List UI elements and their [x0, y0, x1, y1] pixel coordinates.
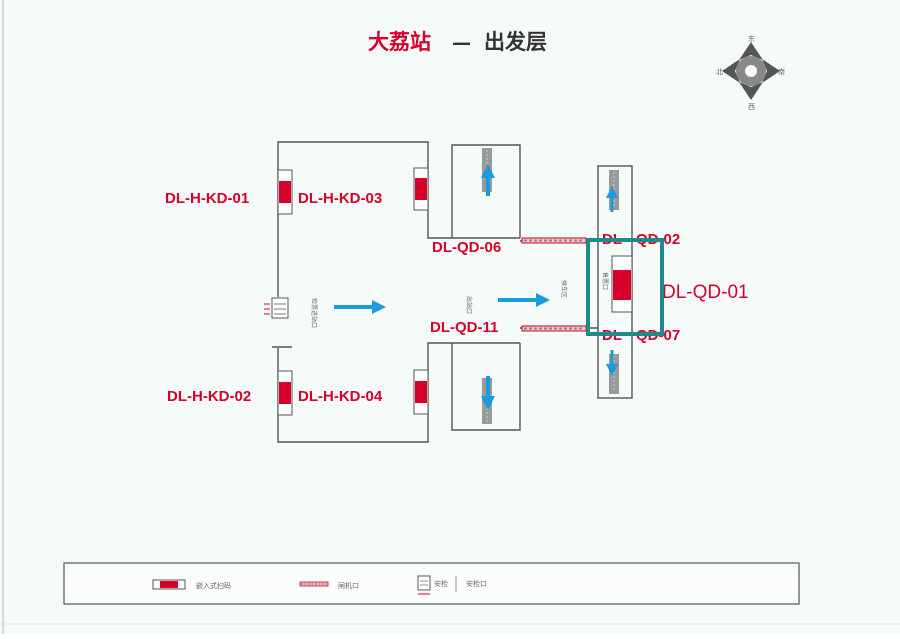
- scanner-hkd01: [277, 169, 293, 215]
- label-dl-h-kd-01: DL-H-KD-01: [165, 190, 249, 207]
- label-dl-h-kd-03: DL-H-KD-03: [298, 190, 382, 207]
- title-dash: —: [452, 32, 471, 54]
- kiosk-vertical-text: 售票口: [601, 272, 609, 290]
- scanner-devices: [277, 167, 633, 416]
- label-dl-h-kd-02: DL-H-KD-02: [167, 388, 251, 405]
- legend-item-2: 闸机口: [338, 581, 359, 590]
- scanner-hkd03: [413, 167, 429, 211]
- legend-frame: [63, 562, 800, 605]
- legend-item-1: 嵌入式扫码: [196, 581, 231, 590]
- scanner-hkd02: [277, 370, 293, 416]
- legend-scanner-icon: [152, 579, 186, 590]
- title-floor: 出发层: [484, 30, 547, 54]
- scanner-qd01: [611, 255, 633, 313]
- arrow-up-icon: [606, 186, 618, 212]
- flow-arrows: [334, 164, 618, 410]
- page-title: 大荔站 — 出发层: [368, 30, 547, 54]
- highlight-box-qd-01: [586, 238, 664, 336]
- label-dl-h-kd-04: DL-H-KD-04: [298, 388, 383, 405]
- arrow-right-icon: [498, 293, 550, 307]
- compass-north: 北: [716, 68, 723, 76]
- gate-lines: [521, 237, 587, 332]
- title-station: 大荔站: [368, 30, 431, 54]
- entry-vertical-text: 检票进站口: [310, 298, 318, 328]
- wall-lower-corridor: [451, 343, 521, 431]
- security-check-icon: [264, 297, 289, 319]
- scanner-hkd04: [413, 369, 429, 415]
- legend-security-icon: [417, 575, 431, 595]
- label-dl-qd-01: DL-QD-01: [662, 282, 749, 303]
- label-dl-qd-11: DL-QD-11: [430, 319, 498, 336]
- arrow-down-icon: [481, 376, 495, 410]
- label-dl-qd-06: DL-QD-06: [432, 239, 501, 256]
- compass-east: 东: [748, 34, 755, 43]
- legend-gate-icon: [299, 581, 329, 587]
- arrow-down-icon: [606, 350, 618, 376]
- legend-item-4: 安检口: [466, 579, 487, 588]
- arrow-right-icon: [334, 300, 386, 314]
- inner-vertical-text: 候车区: [560, 280, 568, 298]
- arrow-up-icon: [481, 164, 495, 196]
- wall-upper-corridor: [451, 144, 521, 238]
- compass-west: 西: [748, 103, 755, 111]
- compass-south: 南: [778, 67, 785, 76]
- compass-icon: 东 西 北 南: [716, 34, 785, 111]
- gate-vertical-text: 出站口: [465, 296, 473, 314]
- legend: 嵌入式扫码 闸机口 安检 安检口: [63, 562, 800, 605]
- legend-item-3: 安检: [434, 579, 448, 588]
